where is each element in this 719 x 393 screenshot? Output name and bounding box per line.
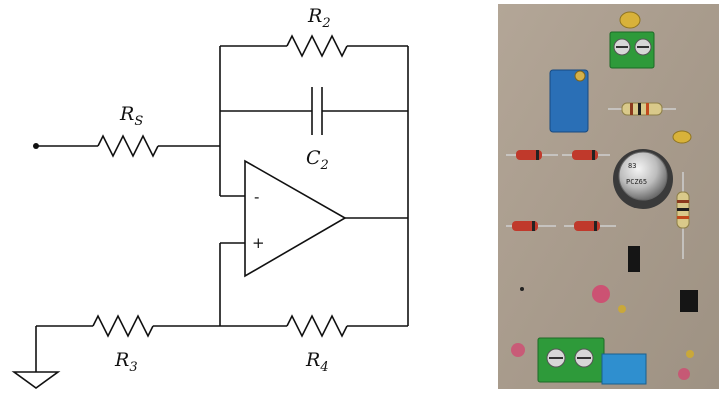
ic-marking-line-1: 83 xyxy=(628,162,636,170)
pad-3 xyxy=(520,287,524,291)
diode-4 xyxy=(574,221,600,231)
diode-3-band xyxy=(532,221,535,231)
band-v3 xyxy=(677,216,689,219)
diode-1-band xyxy=(536,150,539,160)
jumper-2 xyxy=(680,290,698,312)
trimmer-screw xyxy=(574,70,586,82)
label-r2: R2 xyxy=(307,5,331,31)
capacitor-yellow-mid xyxy=(672,130,692,144)
diode-3 xyxy=(512,221,538,231)
pink-mark-2 xyxy=(511,343,525,357)
blue-component-bottom xyxy=(601,353,647,385)
band-v1 xyxy=(677,200,689,203)
ic-metal-can xyxy=(618,151,668,201)
band-1 xyxy=(630,103,633,115)
diode-2-band xyxy=(592,150,595,160)
label-rs: RS xyxy=(119,103,143,129)
resistor-r2 xyxy=(286,34,348,58)
pad-2 xyxy=(686,350,694,358)
pad-1 xyxy=(618,305,626,313)
pink-mark-3 xyxy=(678,368,690,380)
circuit-board-photo: 83 PCZ65 xyxy=(498,4,719,389)
trimmer-potentiometer xyxy=(549,69,589,133)
band-v2 xyxy=(677,208,689,211)
jumper-1 xyxy=(628,246,640,272)
opamp-noninverting-sign: + xyxy=(252,234,265,252)
label-r3: R3 xyxy=(114,349,138,375)
label-c2: C2 xyxy=(306,147,329,173)
ground-symbol xyxy=(11,371,61,389)
opamp-inverting-sign: - xyxy=(254,188,259,206)
band-3 xyxy=(646,103,649,115)
diode-4-band xyxy=(594,221,597,231)
op-amp xyxy=(244,159,347,278)
ic-marking-line-2: PCZ65 xyxy=(626,178,647,186)
diode-1 xyxy=(516,150,542,160)
label-r4: R4 xyxy=(305,349,329,375)
resistor-r3 xyxy=(92,314,154,338)
resistor-r4 xyxy=(286,314,348,338)
pink-mark-1 xyxy=(592,285,610,303)
resistor-rs xyxy=(97,134,159,158)
circuit-schematic: - + RS R2 C2 R3 R4 xyxy=(11,5,409,389)
resistor-top xyxy=(621,102,663,116)
diode-2 xyxy=(572,150,598,160)
capacitor-yellow-top xyxy=(619,11,641,29)
band-2 xyxy=(638,103,641,115)
